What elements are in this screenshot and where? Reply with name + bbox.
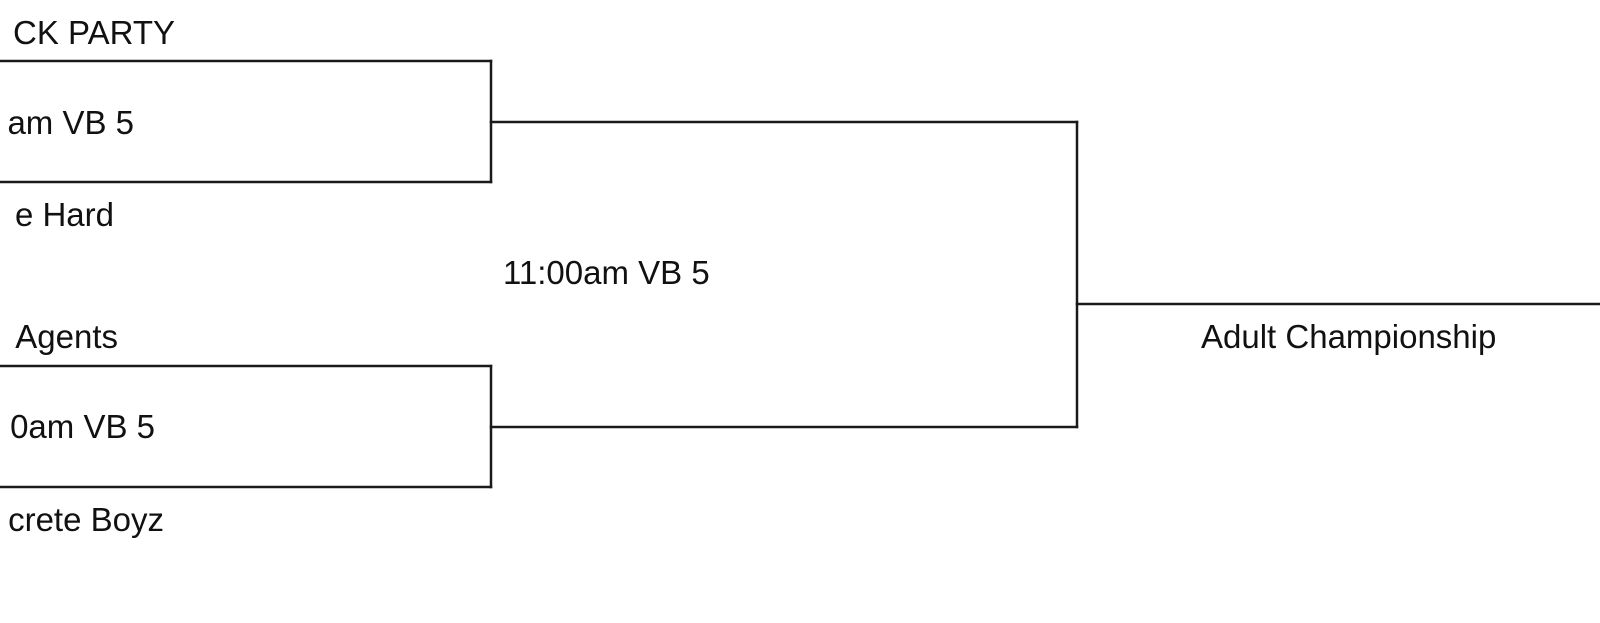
championship-title: Adult Championship (1201, 318, 1497, 355)
match1-team-top: CK PARTY (13, 14, 175, 51)
match1-team-bottom: e Hard (14, 196, 114, 233)
match2-team-bottom: crete Boyz (8, 501, 164, 538)
match1-time-court: am VB 5 (7, 104, 134, 141)
final-time-court: 11:00am VB 5 (503, 254, 710, 291)
match2-team-top: Agents (15, 318, 118, 355)
match2-time-court: 0am VB 5 (10, 408, 155, 445)
